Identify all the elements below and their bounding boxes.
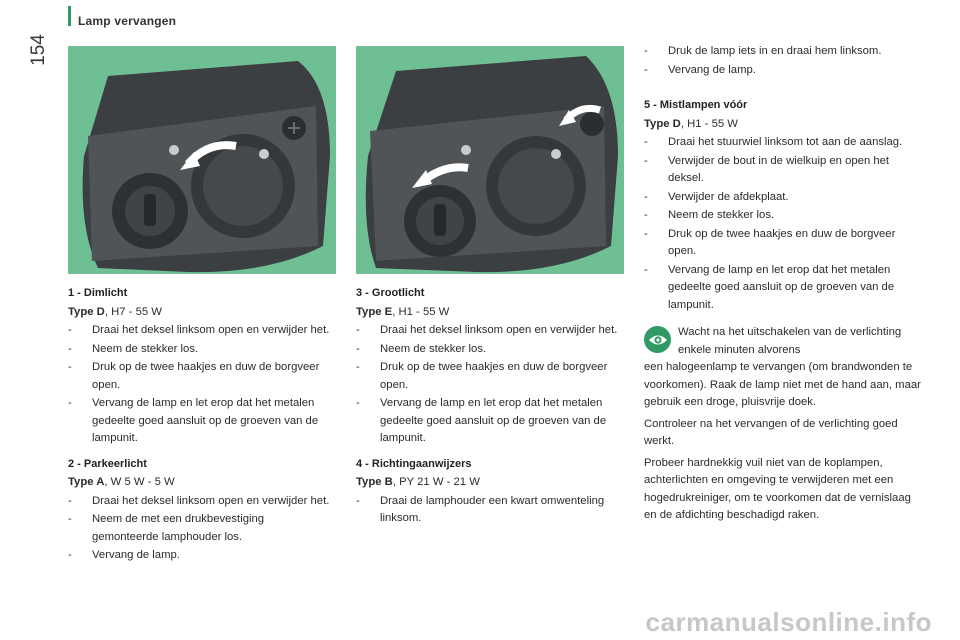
header-accent-bar (68, 6, 71, 26)
eye-icon (644, 326, 671, 353)
section-title-mistlampen: 5 - Mistlampen vóór (644, 99, 748, 111)
column-1: 1 - Dimlicht Type D, H7 - 55 W -Draai he… (68, 285, 330, 565)
section-title-richtingaanwijzers: 4 - Richtingaanwijzers (356, 457, 472, 470)
column-3: -Druk de lamp iets in en draai hem links… (644, 42, 924, 525)
step-item: -Vervang de lamp en let erop dat het met… (644, 263, 895, 311)
lamp-type-dimlicht: Type D, H7 - 55 W (68, 305, 162, 318)
headlamp-figure-2 (356, 46, 624, 274)
step-item: -Vervang de lamp en let erop dat het met… (68, 397, 319, 444)
watermark-text: carmanualsonline.info (645, 607, 932, 637)
lamp-type-grootlicht: Type E, H1 - 55 W (356, 305, 450, 318)
step-item: -Neem de stekker los. (644, 209, 775, 221)
step-item: -Neem de stekker los. (68, 342, 199, 355)
step-item: -Draai de lamphouder een kwart omwenteli… (356, 494, 605, 525)
note-text-2: Controleer na het vervangen of de verlic… (644, 417, 898, 448)
step-item: -Druk de lamp iets in en draai hem links… (644, 45, 882, 57)
section-title-dimlicht: 1 - Dimlicht (68, 287, 128, 299)
step-item: -Verwijder de afdekplaat. (644, 190, 789, 203)
step-item: -Verwijder de bout in de wielkuip en ope… (644, 154, 890, 185)
step-item: -Draai het stuurwiel linksom tot aan de … (644, 136, 903, 148)
step-item: -Vervang de lamp en let erop dat het met… (356, 397, 607, 444)
step-item: -Druk op de twee haakjes en duw de borgv… (356, 361, 608, 391)
page-number: 154 (28, 34, 49, 66)
step-item: -Draai het deksel linksom open en verwij… (68, 324, 330, 336)
note-text-1: een halogeenlamp te vervangen (om brandw… (644, 361, 921, 408)
section-title-grootlicht: 3 - Grootlicht (356, 287, 425, 299)
headlamp-figure-1 (68, 46, 336, 274)
lamp-type-richtingaanwijzers: Type B, PY 21 W - 21 W (356, 476, 480, 488)
step-item: -Druk op de twee haakjes en duw de borgv… (644, 227, 896, 258)
step-item: -Draai het deksel linksom open en verwij… (356, 324, 618, 336)
note-lead-text: Wacht na het uitschakelen van de verlich… (678, 326, 902, 356)
lamp-type-mistlampen: Type D, H1 - 55 W (644, 117, 738, 130)
page-title: Lamp vervangen (78, 14, 177, 28)
step-item: -Neem de stekker los. (356, 342, 487, 355)
step-item: -Vervang de lamp. (68, 549, 180, 561)
safety-note: Wacht na het uitschakelen van de verlich… (644, 324, 924, 525)
step-item: -Draai het deksel linksom open en verwij… (68, 494, 330, 507)
section-title-parkeerlicht: 2 - Parkeerlicht (68, 457, 147, 470)
step-item: -Druk op de twee haakjes en duw de borgv… (68, 361, 320, 391)
lamp-type-parkeerlicht: Type A, W 5 W - 5 W (68, 476, 175, 488)
column-2: 3 - Grootlicht Type E, H1 - 55 W -Draai … (356, 285, 618, 528)
step-item: -Neem de met een drukbevestiging gemonte… (68, 513, 265, 543)
step-item: -Vervang de lamp. (644, 63, 756, 76)
note-text-3: Probeer hardnekkig vuil niet van de kopl… (644, 456, 911, 522)
